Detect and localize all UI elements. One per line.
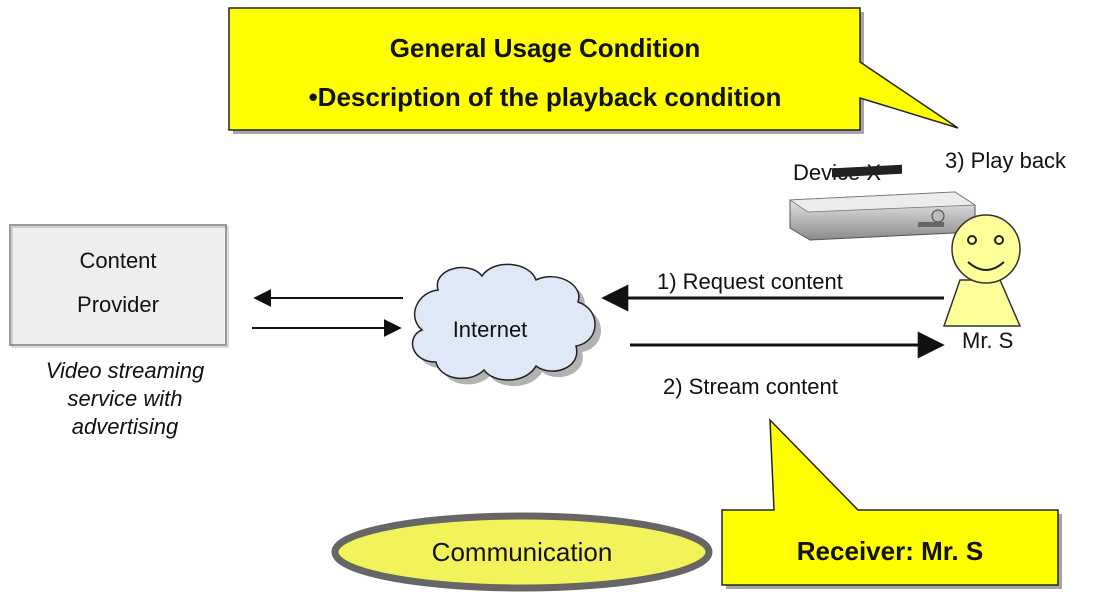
dvd-player-icon (788, 164, 977, 241)
callout-description: •Description of the playback condition (309, 82, 782, 112)
provider-desc-2: service with (68, 386, 183, 411)
communication-label: Communication (432, 537, 613, 567)
request-label: 1) Request content (657, 269, 843, 294)
receiver-callout: Receiver: Mr. S (721, 418, 1062, 589)
provider-line2: Provider (77, 292, 159, 317)
cloud-icon: Internet (411, 263, 602, 387)
content-provider-box: Content Provider (9, 224, 229, 348)
cloud-label: Internet (453, 317, 528, 342)
person-label: Mr. S (962, 328, 1013, 353)
general-usage-callout: General Usage Condition •Description of … (228, 7, 959, 134)
communication-ellipse: Communication (331, 512, 713, 592)
playback-label: 3) Play back (945, 148, 1067, 173)
provider-line1: Content (79, 248, 156, 273)
stream-label: 2) Stream content (663, 374, 838, 399)
smiley-person-icon (942, 214, 1022, 327)
callout-title: General Usage Condition (390, 33, 701, 63)
provider-desc-1: Video streaming (46, 358, 205, 383)
provider-desc-3: advertising (72, 414, 179, 439)
receiver-label: Receiver: Mr. S (797, 536, 983, 566)
